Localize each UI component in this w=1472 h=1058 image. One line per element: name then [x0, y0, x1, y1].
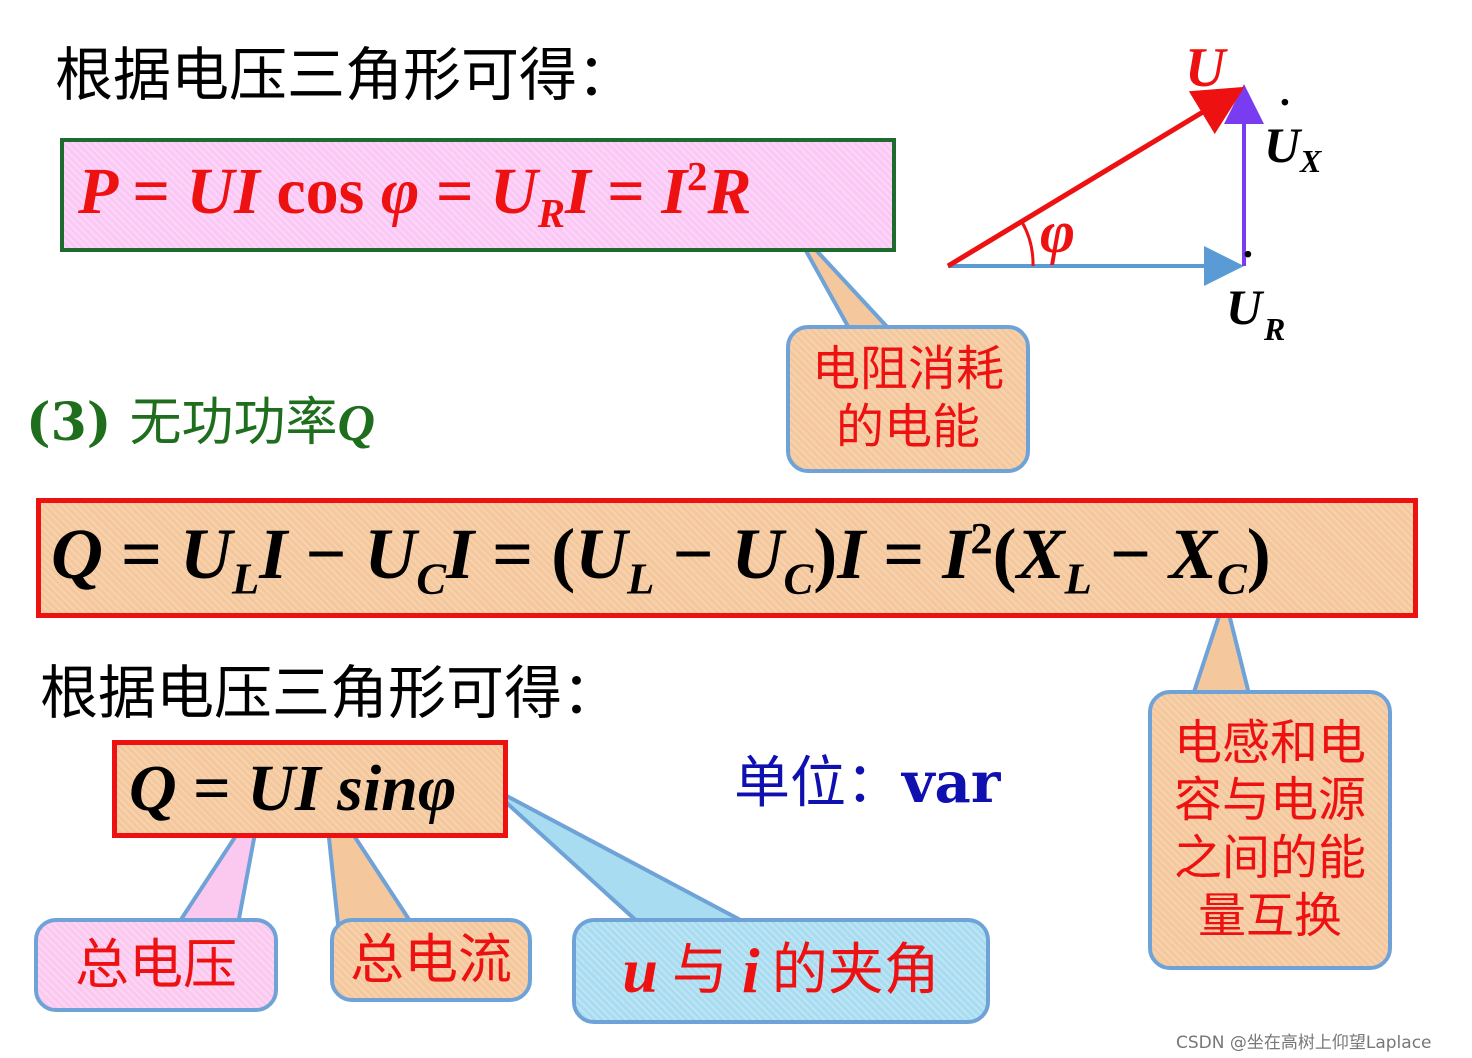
label-u-dot: ˙ [1198, 30, 1214, 61]
formula-q-box: Q = ULI − UCI = (UL − UC)I = I2(XL − XC) [36, 498, 1418, 618]
label-phi: φ [1040, 199, 1075, 265]
pointer-angle [486, 784, 749, 926]
angle-arc [1020, 221, 1035, 267]
formula-reactive-power: Q = ULI − UCI = (UL − UC)I = I2(XL − XC) [51, 512, 1271, 604]
callout-angle-mid: 与 [671, 938, 728, 1004]
unit-prefix: 单位： [734, 751, 902, 816]
formula-p-box: P = UI cos φ = URI = I2R [60, 138, 896, 252]
section-symbol: Q [337, 395, 376, 452]
label-ux-sub: X [1299, 143, 1322, 179]
callout-total-voltage: 总电压 [34, 918, 278, 1012]
label-ux: U [1264, 117, 1303, 173]
heading-voltage-triangle-mid: 根据电压三角形可得： [40, 659, 621, 727]
section-number: (3) [26, 392, 112, 453]
callout-energy-line3: 之间的能 [1173, 830, 1366, 886]
formula-active-power: P = UI cos φ = URI = I2R [78, 153, 752, 237]
voltage-triangle-diagram: φ ˙ U ˙ U X ˙ U R [946, 30, 1322, 347]
callout-angle-i: i [741, 934, 760, 1006]
section-title: 无功功率 [129, 393, 338, 453]
vector-u [946, 86, 1245, 269]
unit-label: 单位：var [734, 738, 1000, 819]
callout-energy-line2: 容与电源 [1173, 772, 1366, 829]
callout-resistor-line2: 的电能 [835, 399, 980, 455]
callout-total-current: 总电流 [330, 918, 532, 1002]
callout-angle-u: u [622, 934, 658, 1006]
callout-resistor-energy: 电阻消耗 的电能 [786, 325, 1030, 473]
callout-energy-line4: 量互换 [1197, 887, 1342, 944]
label-ux-dot: ˙ [1275, 91, 1290, 140]
label-ur-sub: R [1263, 311, 1285, 347]
label-ur: U [1226, 279, 1265, 335]
callout-angle-rest: 的夹角 [771, 938, 940, 1004]
watermark: CSDN @坐在高树上仰望Laplace [1176, 1033, 1432, 1053]
callout-energy-line1: 电感和电 [1173, 714, 1366, 771]
formula-q2-box: Q = UI sinφ [112, 740, 508, 838]
callout-phase-angle: u 与 i 的夹角 [572, 918, 990, 1024]
label-u: U [1185, 37, 1228, 99]
callout-energy-exchange: 电感和电 容与电源 之间的能 量互换 [1148, 690, 1392, 970]
section-reactive-power: (3) 无功功率Q [26, 380, 375, 455]
callout-resistor-line1: 电阻消耗 [811, 341, 1004, 398]
formula-reactive-power-sin: Q = UI sinφ [129, 752, 457, 825]
heading-voltage-triangle-top: 根据电压三角形可得： [55, 41, 636, 109]
label-ur-dot: ˙ [1238, 243, 1253, 292]
unit-value: var [902, 750, 1001, 816]
